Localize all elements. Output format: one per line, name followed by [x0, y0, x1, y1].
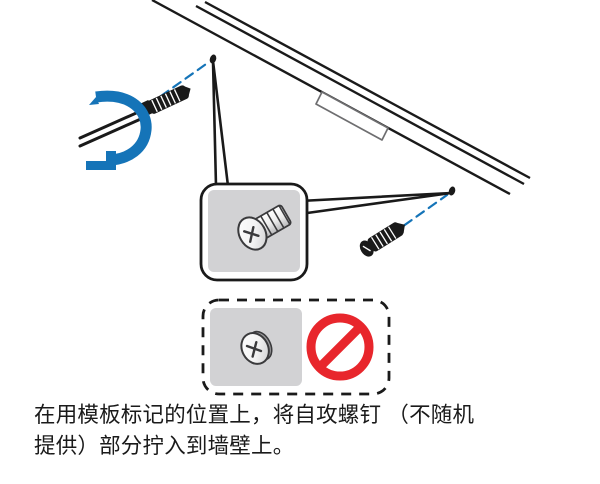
callout-pointer-left [211, 59, 230, 188]
marker-upper-left [209, 54, 217, 64]
illustration-canvas [78, 0, 531, 396]
screwdriver-assembly [78, 85, 191, 170]
mounting-slot [315, 91, 389, 141]
prohibition-sign [306, 313, 374, 381]
screw-partially-driven [237, 204, 292, 251]
loose-screw-body [367, 222, 404, 252]
instruction-illustration [78, 0, 531, 396]
caption-line-1: 在用模板标记的位置上，将自攻螺钉 （不随机 [34, 403, 475, 427]
rotation-arrow [86, 90, 152, 170]
screw-phillips-cross-flush [245, 340, 263, 358]
alignment-guides [159, 60, 449, 236]
prohibition-slash [316, 323, 364, 371]
guide-line-left [159, 60, 211, 98]
prohibition-circle [306, 313, 374, 381]
loose-screw-threads [370, 226, 397, 250]
caption: 在用模板标记的位置上，将自攻螺钉 （不随机 提供）部分拧入到墙壁上。 [34, 400, 554, 462]
wall-edge-line-inner [204, 0, 531, 180]
wall-edge-line-middle [195, 4, 525, 186]
screwdriver-shaft-upper [78, 108, 145, 140]
screw-phillips-cross [243, 225, 260, 243]
loose-screw-slot [362, 245, 371, 252]
loose-self-tapping-screw [359, 222, 405, 257]
screw-thread-ridges [151, 89, 181, 113]
screw-fully-driven [240, 330, 273, 365]
rotation-arrow-tail [89, 97, 99, 105]
loose-screw-tip [396, 222, 405, 234]
callout-correct [199, 59, 453, 282]
screw-tip [183, 86, 191, 97]
marker-lower-right [448, 186, 456, 196]
wall-panel-edge [151, 0, 531, 196]
callout-incorrect [201, 298, 391, 396]
guide-line-right [390, 193, 449, 236]
screwdriver-tip-screw [147, 85, 191, 114]
wall-marker-dots [209, 54, 456, 196]
screwdriver-shaft-lower [78, 116, 145, 148]
rotation-arrow-head [86, 151, 116, 170]
caption-line-2: 提供）部分拧入到墙壁上。 [34, 434, 295, 458]
rotation-arrow-arc [95, 90, 152, 166]
callout-pointer-right [298, 191, 453, 216]
